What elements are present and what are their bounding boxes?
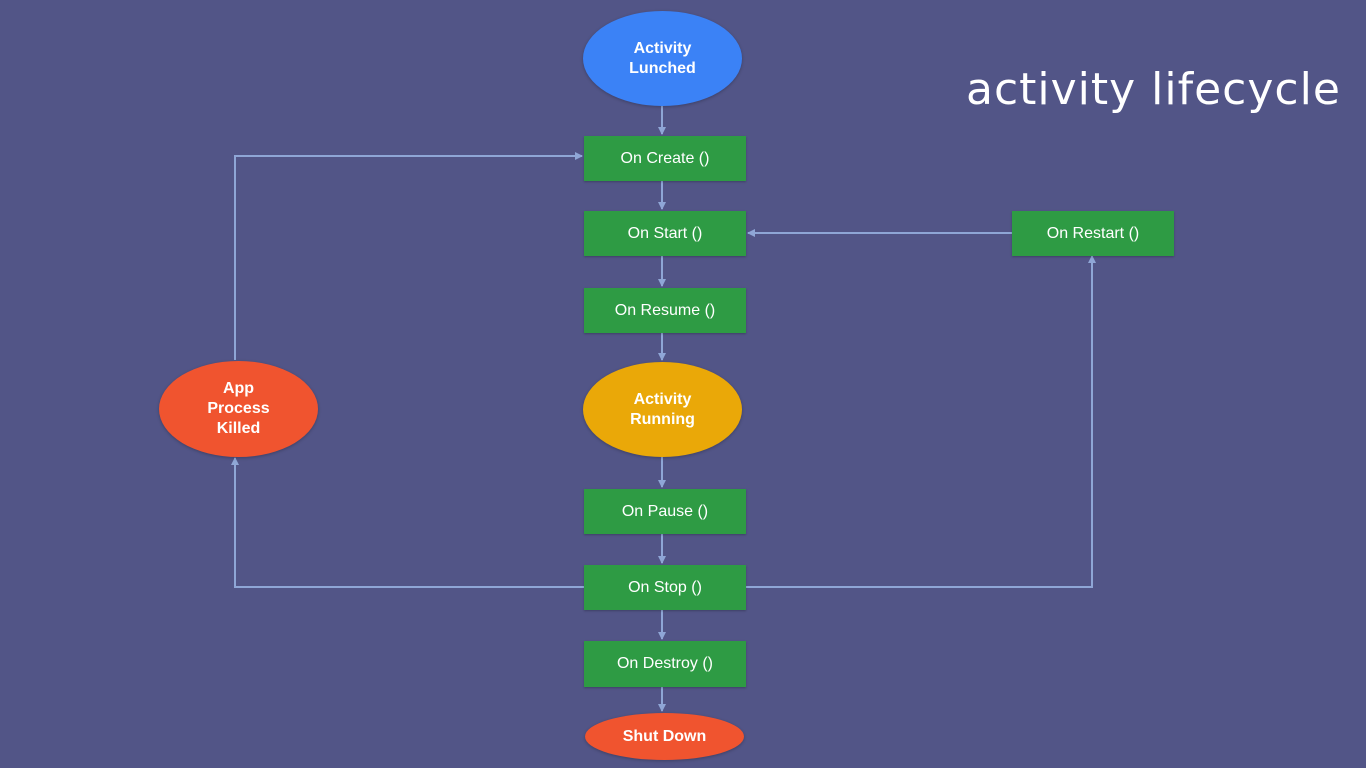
on-create-label: On Create () bbox=[620, 149, 710, 167]
diagram-title: activity lifecycle bbox=[966, 64, 1341, 115]
app-process-killed-label: App Process Killed bbox=[207, 380, 270, 437]
activity-lunched-label: Activity Lunched bbox=[629, 39, 696, 77]
arrow-stop-to-killed bbox=[231, 457, 584, 588]
arrow-stop-to-restart bbox=[746, 255, 1096, 588]
on-pause-label: On Pause () bbox=[621, 502, 709, 520]
on-stop-label: On Stop () bbox=[628, 578, 702, 596]
app-process-killed-node: App Process Killed bbox=[159, 361, 318, 457]
on-restart-label: On Restart () bbox=[1046, 224, 1140, 242]
activity-lunched-node: Activity Lunched bbox=[583, 11, 742, 106]
on-resume-label: On Resume () bbox=[614, 301, 716, 319]
on-restart-node: On Restart () bbox=[1012, 211, 1174, 256]
activity-running-label: Activity Running bbox=[630, 390, 695, 428]
shut-down-label: Shut Down bbox=[622, 727, 707, 745]
on-stop-node: On Stop () bbox=[584, 565, 746, 610]
on-pause-node: On Pause () bbox=[584, 489, 746, 534]
on-start-label: On Start () bbox=[627, 224, 703, 242]
on-destroy-node: On Destroy () bbox=[584, 641, 746, 687]
on-resume-node: On Resume () bbox=[584, 288, 746, 333]
on-destroy-label: On Destroy () bbox=[616, 655, 713, 672]
arrow-killed-to-create bbox=[234, 152, 583, 360]
on-start-node: On Start () bbox=[584, 211, 746, 256]
shut-down-node: Shut Down bbox=[585, 713, 744, 760]
on-create-node: On Create () bbox=[584, 136, 746, 181]
activity-running-node: Activity Running bbox=[583, 362, 742, 457]
